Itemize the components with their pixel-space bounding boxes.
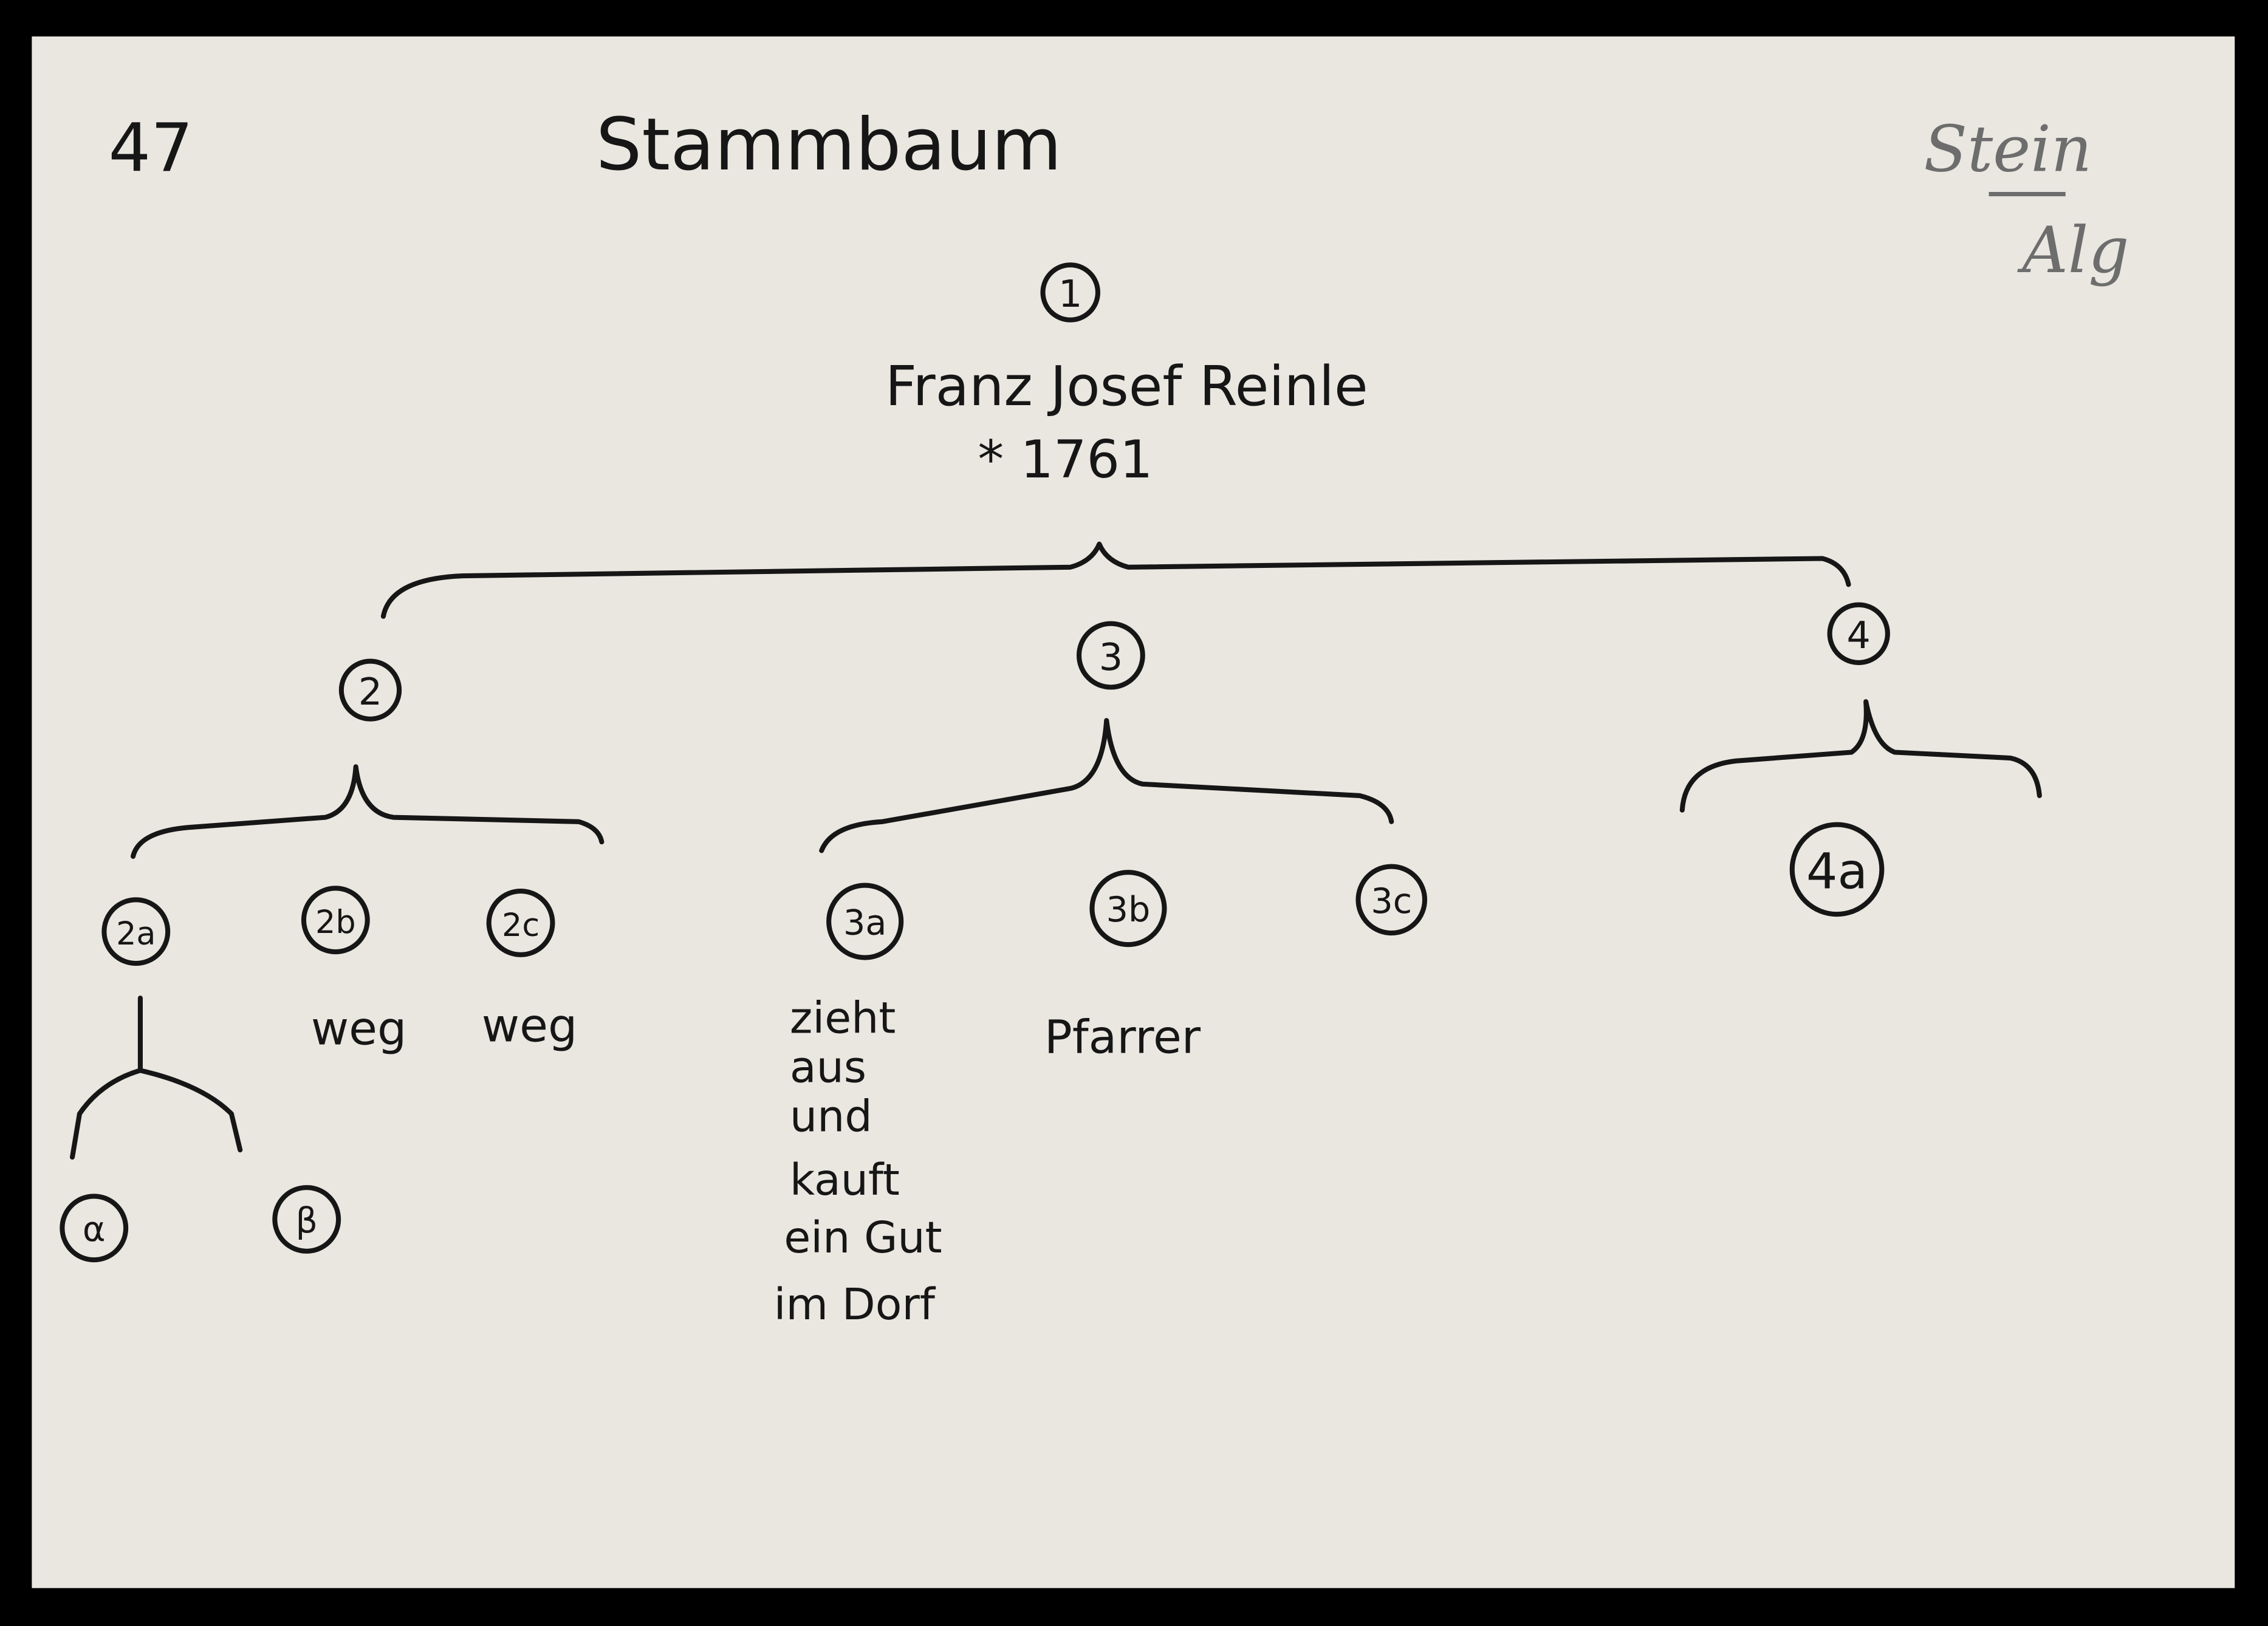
svg-text:2: 2 <box>358 670 382 714</box>
brace-root <box>380 541 1851 619</box>
svg-text:und: und <box>790 1091 872 1141</box>
brace-3 <box>819 718 1394 853</box>
card-paper <box>32 36 2235 1588</box>
svg-text:1: 1 <box>1058 272 1082 316</box>
node-2c: 2c <box>486 889 555 957</box>
branch-2a <box>69 996 243 1160</box>
note-3a: zieht aus und kauft ein Gut im Dorf <box>774 992 942 1329</box>
pencil-note-top: Stein <box>1924 112 2092 186</box>
node-3: 3 <box>1076 621 1145 690</box>
svg-text:3a: 3a <box>843 903 886 943</box>
root-birth: * 1761 <box>978 429 1153 490</box>
node-4a: 4a <box>1789 822 1885 917</box>
svg-text:ein Gut: ein Gut <box>784 1212 942 1263</box>
svg-text:4a: 4a <box>1806 843 1868 900</box>
svg-text:2b: 2b <box>315 904 356 941</box>
svg-text:kauft: kauft <box>790 1155 900 1205</box>
svg-text:3b: 3b <box>1106 890 1151 930</box>
note-2b: weg <box>311 1001 407 1055</box>
node-3b: 3b <box>1089 870 1167 948</box>
svg-text:4: 4 <box>1847 613 1871 657</box>
svg-text:im Dorf: im Dorf <box>774 1279 936 1330</box>
svg-text:2c: 2c <box>502 907 540 944</box>
node-alpha: α <box>60 1194 129 1263</box>
node-3a: 3a <box>826 883 904 960</box>
node-2: 2 <box>338 658 402 722</box>
node-3c: 3c <box>1355 864 1428 936</box>
svg-text:aus: aus <box>790 1042 866 1092</box>
node-1: 1 <box>1040 262 1101 323</box>
svg-text:α: α <box>83 1209 106 1249</box>
brace-2 <box>130 764 605 859</box>
node-2a: 2a <box>101 897 171 966</box>
pencil-note-bottom: Alg <box>2017 213 2129 287</box>
note-3b: Pfarrer <box>1044 1010 1201 1064</box>
svg-text:zieht: zieht <box>790 992 896 1043</box>
node-beta: β <box>272 1185 341 1254</box>
node-4: 4 <box>1827 602 1890 665</box>
svg-text:3c: 3c <box>1371 881 1412 921</box>
svg-text:3: 3 <box>1099 635 1123 679</box>
svg-text:β: β <box>295 1201 317 1241</box>
svg-text:2a: 2a <box>116 915 156 952</box>
note-2c: weg <box>482 999 578 1053</box>
card-number: 47 <box>109 109 193 186</box>
node-2b: 2b <box>301 886 370 955</box>
brace-4 <box>1679 699 2042 813</box>
card-title: Stammbaum <box>596 103 1062 187</box>
root-name: Franz Josef Reinle <box>885 355 1368 418</box>
